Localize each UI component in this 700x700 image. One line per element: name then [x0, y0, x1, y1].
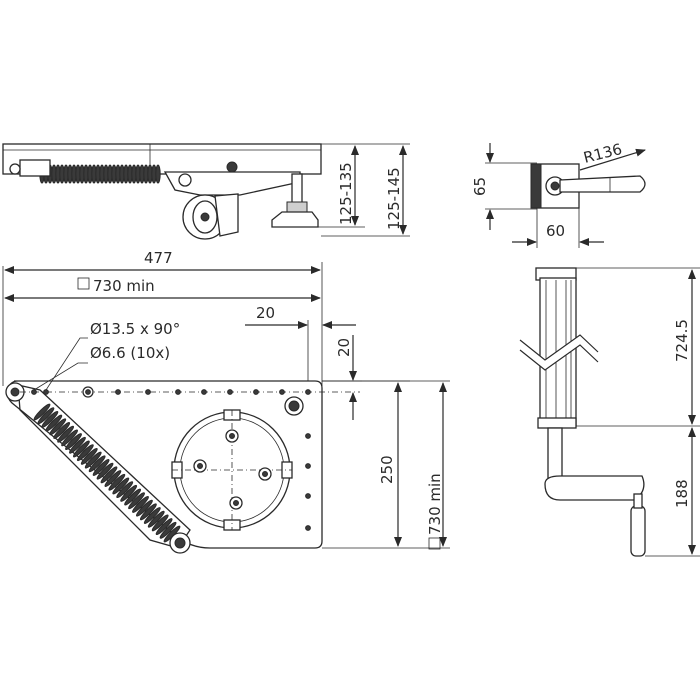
- plan-view: 477 730 min 20 20 Ø13.5 x 90° Ø6.6 (10x)…: [2, 249, 450, 554]
- mount-hole: [305, 493, 311, 499]
- mount-hole: [253, 389, 259, 395]
- spring-coil: [57, 425, 75, 443]
- crank-handle-top: [559, 175, 646, 193]
- dim-plate-depth: 250: [378, 455, 396, 484]
- spring-coil: [116, 481, 134, 499]
- dim-bracket-height: 65: [471, 177, 489, 196]
- hole-spec-through: Ø6.6 (10x): [90, 344, 170, 362]
- side-spring: [39, 164, 161, 184]
- spring-coil: [69, 436, 86, 454]
- dim-edge-offset-vertical: 20: [335, 338, 353, 357]
- break-symbol: [520, 335, 598, 370]
- side-pivot: [226, 161, 238, 173]
- mount-hole: [31, 389, 37, 395]
- crank-grip: [630, 505, 646, 557]
- spring-coil: [61, 429, 79, 447]
- spring-coil: [72, 440, 90, 458]
- spring-coil: [128, 492, 145, 510]
- bracket-view: 65 60 R136: [471, 140, 646, 248]
- spring-coil: [65, 433, 82, 451]
- spring-coil: [159, 521, 177, 539]
- side-view: 125-135 125-145: [2, 143, 410, 240]
- dim-bracket-width: 60: [546, 222, 565, 240]
- levelling-foot: [271, 173, 319, 228]
- mount-hole: [227, 389, 233, 395]
- spring-coil: [155, 164, 161, 184]
- spring-coil: [104, 470, 122, 487]
- spring-coil: [84, 451, 102, 469]
- mount-hole: [305, 433, 311, 439]
- spring-coil: [53, 422, 71, 439]
- mount-hole: [43, 389, 49, 395]
- spring-coil: [37, 407, 55, 425]
- caster-wheel: [182, 193, 239, 240]
- hole-row: [31, 386, 311, 398]
- spring-coil: [45, 414, 63, 432]
- spring-coil: [120, 484, 138, 502]
- mount-hole: [145, 389, 151, 395]
- spring-coil: [151, 514, 169, 532]
- dim-crank-length: 188: [673, 479, 691, 508]
- dim-height-range-a: 125-135: [337, 162, 355, 225]
- spring-coil: [80, 447, 98, 465]
- spring-coil: [147, 510, 165, 528]
- dim-overall-length: 477: [144, 249, 173, 267]
- spring-coil: [108, 473, 126, 491]
- dim-min-table-width: 730 min: [426, 473, 444, 535]
- mount-hole: [175, 389, 181, 395]
- spring-coil: [76, 444, 94, 462]
- spring-coil: [143, 507, 161, 524]
- hole-column: [305, 433, 311, 531]
- column-view: 724.5 188: [519, 267, 700, 557]
- plan-spring: [33, 403, 181, 543]
- mount-hole: [201, 389, 207, 395]
- spring-coil: [92, 459, 110, 476]
- dim-height-range-b: 125-145: [385, 167, 403, 230]
- turntable: [171, 409, 293, 531]
- mount-hole: [115, 389, 121, 395]
- spring-coil: [124, 488, 142, 506]
- hole-spec-countersunk: Ø13.5 x 90°: [90, 320, 180, 338]
- spring-coil: [41, 410, 59, 428]
- crank-arm: [544, 475, 645, 501]
- spring-coil: [96, 462, 114, 480]
- spring-coil: [139, 503, 157, 521]
- mount-hole: [305, 463, 311, 469]
- spring-coil: [132, 495, 149, 513]
- dim-shaft-length: 724.5: [673, 319, 691, 362]
- mount-hole: [305, 389, 311, 395]
- spring-coil: [155, 518, 173, 536]
- spring-coil: [33, 403, 51, 421]
- mount-hole: [305, 525, 311, 531]
- dim-min-table-length: 730 min: [93, 277, 155, 295]
- spring-coil: [49, 418, 67, 436]
- spring-coil: [88, 455, 106, 473]
- mount-hole: [279, 389, 285, 395]
- dim-edge-offset: 20: [256, 304, 275, 322]
- countersunk-hole-center: [85, 389, 91, 395]
- spring-coil: [100, 466, 118, 484]
- spring-coil: [112, 477, 130, 495]
- spring-coil: [135, 499, 153, 517]
